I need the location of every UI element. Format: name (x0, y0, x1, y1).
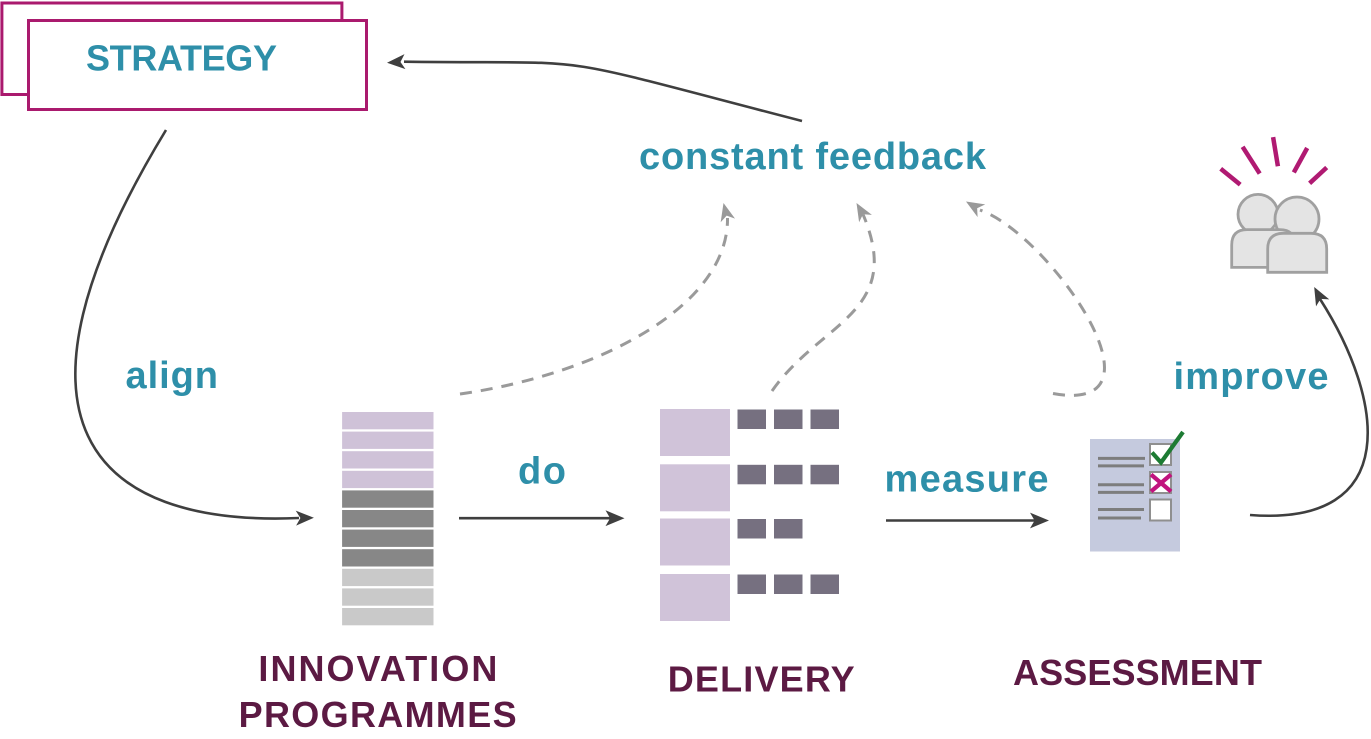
svg-text:improve: improve (1174, 356, 1329, 398)
svg-text:ASSESSMENT: ASSESSMENT (1013, 652, 1262, 693)
svg-text:constant feedback: constant feedback (639, 136, 987, 178)
svg-text:INNOVATION: INNOVATION (258, 648, 497, 689)
svg-text:STRATEGY: STRATEGY (86, 38, 277, 79)
svg-text:align: align (126, 355, 219, 397)
svg-text:measure: measure (885, 459, 1049, 501)
svg-text:DELIVERY: DELIVERY (668, 659, 855, 700)
svg-text:do: do (518, 450, 566, 492)
svg-text:PROGRAMMES: PROGRAMMES (239, 694, 517, 735)
